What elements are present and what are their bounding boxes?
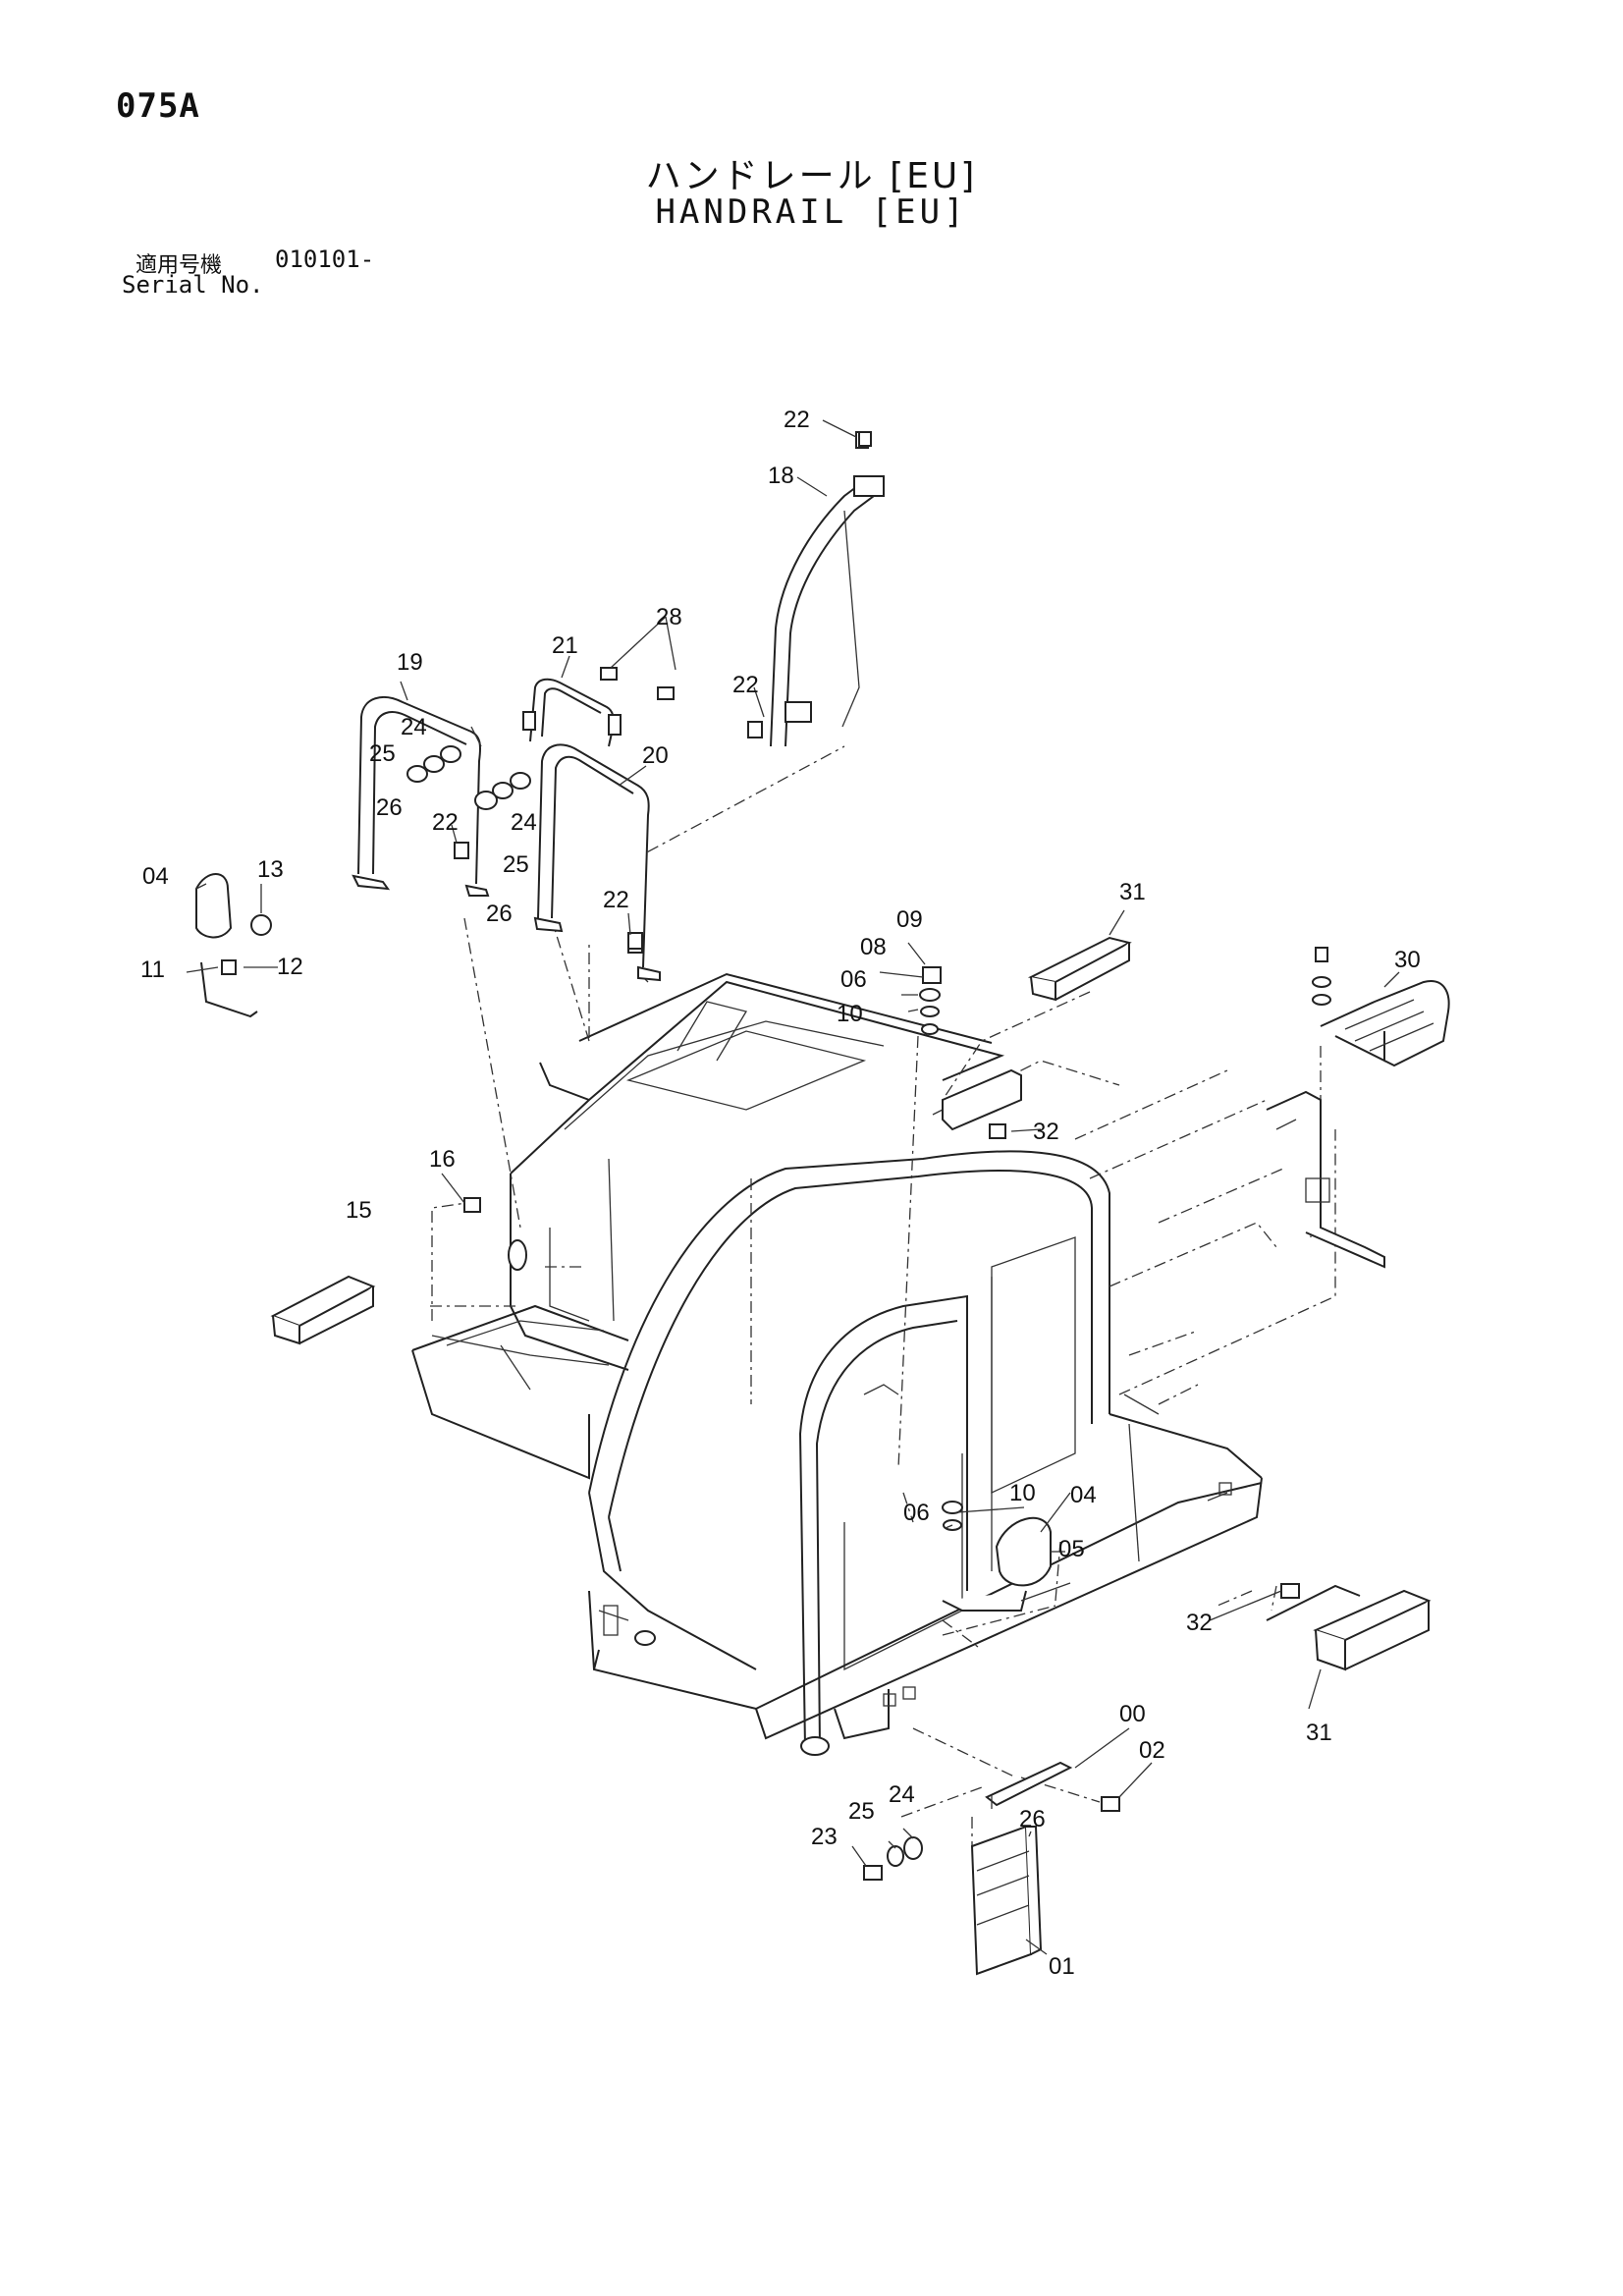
callout-11: 11 [140, 957, 165, 983]
callout-25: 25 [503, 851, 529, 878]
cab-body [411, 972, 1263, 1756]
callout-09: 09 [896, 906, 923, 933]
serial-label-japanese: 適用号機 [135, 253, 223, 278]
callout-26: 26 [486, 901, 513, 927]
callout-06: 06 [840, 966, 867, 993]
callout-32: 32 [1033, 1119, 1059, 1145]
handrail-20 [533, 743, 661, 982]
serial-label-english: Serial No. [122, 271, 264, 299]
callout-22: 22 [732, 672, 759, 698]
callout-22: 22 [603, 887, 629, 913]
callout-12: 12 [277, 954, 303, 980]
callout-01: 01 [1049, 1953, 1075, 1980]
callout-24: 24 [889, 1781, 915, 1808]
callout-26: 26 [376, 794, 403, 821]
callout-25: 25 [369, 740, 396, 767]
callout-18: 18 [768, 463, 794, 489]
callout-30: 30 [1394, 947, 1421, 973]
callout-22: 22 [784, 407, 810, 433]
diagram-title-english: HANDRAIL [EU] [655, 192, 968, 232]
callout-labels: 22 18 28 21 19 22 24 25 26 20 22 24 25 2… [140, 407, 1421, 1980]
callout-00: 00 [1119, 1701, 1146, 1727]
fasteners [195, 431, 1331, 1881]
diagram-title-japanese: ハンドレール [EU] [645, 156, 978, 196]
callout-23: 23 [811, 1824, 838, 1850]
floor-frame-outline [932, 1046, 1336, 1405]
callout-08: 08 [860, 934, 887, 960]
callout-06: 06 [903, 1500, 930, 1526]
callout-25: 25 [848, 1798, 875, 1825]
callout-13: 13 [257, 856, 284, 883]
callout-31: 31 [1306, 1720, 1332, 1746]
callout-10: 10 [837, 1001, 863, 1027]
callout-10: 10 [1009, 1480, 1036, 1506]
callout-04: 04 [1070, 1482, 1097, 1508]
callout-05: 05 [1058, 1536, 1085, 1562]
callout-19: 19 [397, 649, 423, 676]
callout-04: 04 [142, 863, 169, 890]
callout-leaders [186, 419, 1400, 1955]
callout-22: 22 [432, 809, 459, 836]
callout-24: 24 [401, 714, 427, 740]
handrail-21 [522, 678, 622, 747]
callout-15: 15 [346, 1197, 372, 1224]
callout-02: 02 [1139, 1737, 1165, 1764]
callout-20: 20 [642, 742, 669, 769]
callout-31: 31 [1119, 879, 1146, 905]
callout-16: 16 [429, 1146, 456, 1173]
callout-28: 28 [656, 604, 682, 630]
callout-32: 32 [1186, 1610, 1213, 1636]
serial-number-value: 010101- [275, 246, 375, 273]
callout-24: 24 [511, 809, 537, 836]
callout-26: 26 [1019, 1806, 1046, 1832]
handrail-18 [770, 431, 885, 747]
steps-and-brackets [270, 936, 1450, 1976]
callout-21: 21 [552, 632, 578, 659]
page-number: 075A [116, 86, 200, 126]
